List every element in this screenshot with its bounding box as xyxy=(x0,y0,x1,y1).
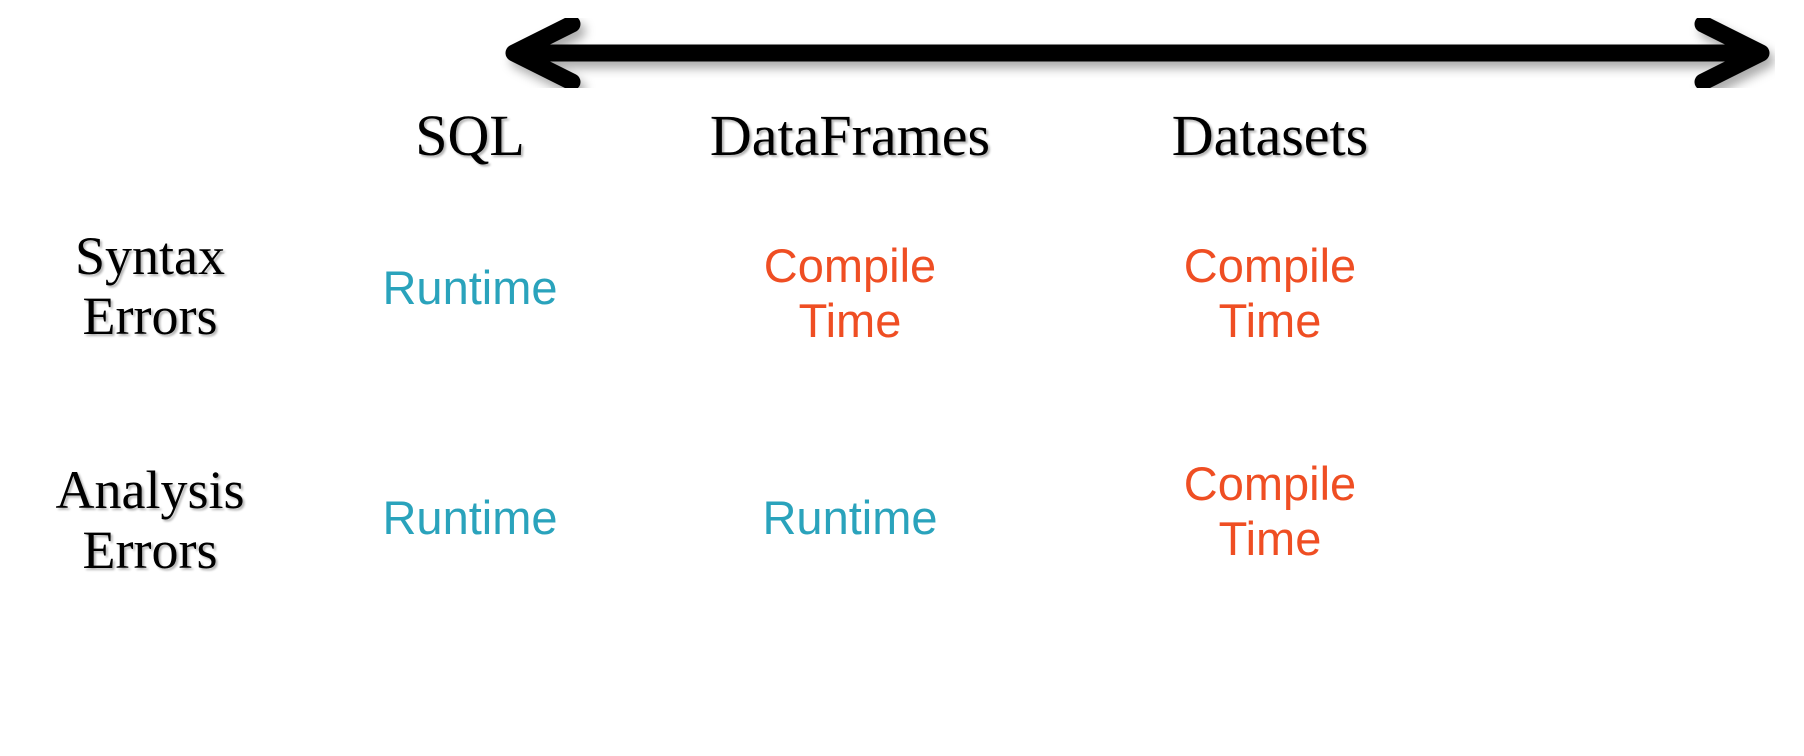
cell-syntax-sql: Runtime xyxy=(300,204,640,315)
cell-text-line-1: Runtime xyxy=(762,491,938,544)
cell-text-line-1: Compile xyxy=(1183,239,1357,292)
cell-analysis-sql: Runtime xyxy=(300,424,640,545)
row-label-line-1: Analysis xyxy=(55,460,245,520)
table-row: Syntax Errors Runtime Compile Time Compi… xyxy=(0,204,1804,424)
table-header-row: SQL DataFrames Datasets xyxy=(0,96,1804,204)
cell-text-line-1: Compile xyxy=(1183,457,1357,510)
cell-text-line-2: Time xyxy=(1218,512,1322,566)
double-headed-arrow xyxy=(500,18,1775,88)
cell-text-line-1: Runtime xyxy=(382,261,558,314)
cell-analysis-dataframes: Runtime xyxy=(640,424,1060,545)
column-header-dataframes: DataFrames xyxy=(709,103,991,168)
cell-syntax-dataframes: Compile Time xyxy=(640,204,1060,349)
row-label-syntax-errors: Syntax Errors xyxy=(0,204,300,347)
row-label-line-2: Errors xyxy=(82,286,218,347)
column-header-datasets: Datasets xyxy=(1171,103,1369,168)
cell-text-line-1: Runtime xyxy=(382,491,558,544)
cell-syntax-datasets: Compile Time xyxy=(1060,204,1480,349)
cell-text-line-2: Time xyxy=(1218,294,1322,348)
cell-analysis-datasets: Compile Time xyxy=(1060,424,1480,567)
column-header-sql: SQL xyxy=(415,103,525,168)
cell-text-line-1: Compile xyxy=(763,239,937,292)
row-label-line-2: Errors xyxy=(82,520,218,581)
table-row: Analysis Errors Runtime Runtime Compile … xyxy=(0,424,1804,624)
row-label-analysis-errors: Analysis Errors xyxy=(0,424,300,581)
comparison-table: SQL DataFrames Datasets Syntax Errors Ru… xyxy=(0,96,1804,624)
row-label-line-1: Syntax xyxy=(74,226,225,286)
cell-text-line-2: Time xyxy=(798,294,902,348)
